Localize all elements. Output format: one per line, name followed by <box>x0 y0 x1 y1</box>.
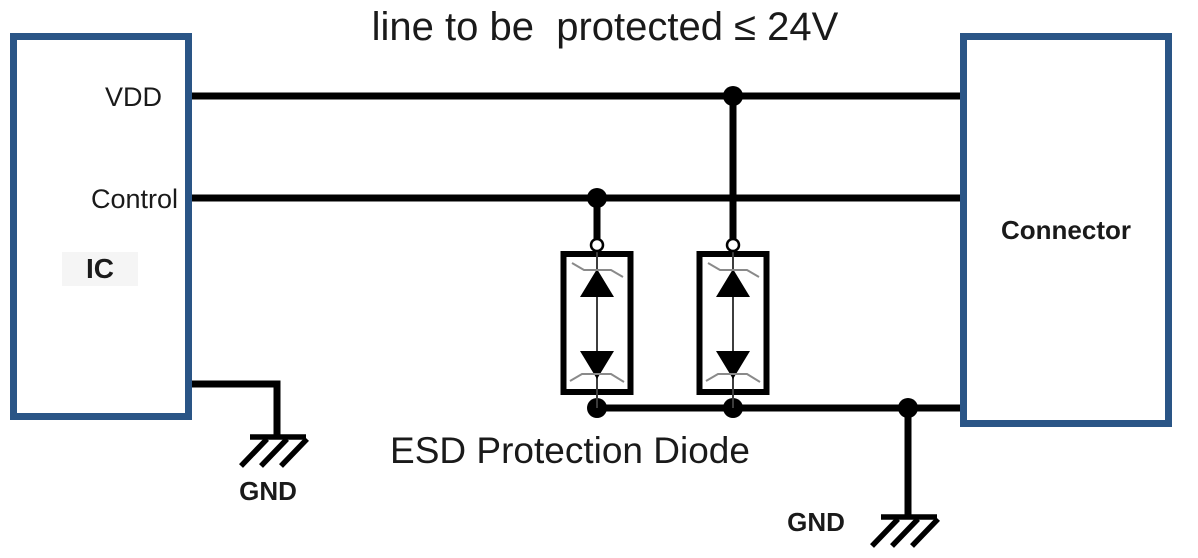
esd-diode-left-icon <box>564 239 631 408</box>
connector-label: Connector <box>1001 214 1131 245</box>
ic-box <box>10 33 192 420</box>
esd-diode-right-icon <box>700 239 767 408</box>
gnd-label-right: GND <box>787 507 845 537</box>
ground-right-icon <box>872 517 938 546</box>
title-line-to-be-protected: line to be protected ≤ 24V <box>371 5 839 49</box>
ground-left-icon <box>241 437 307 466</box>
connector-box: Connector <box>960 33 1172 427</box>
ic-ground-wire <box>192 380 281 436</box>
gnd-label-left: GND <box>239 476 297 506</box>
esd-protection-diode-caption: ESD Protection Diode <box>390 430 750 471</box>
junction-dots <box>587 86 918 418</box>
pin-label-vdd: VDD <box>104 82 162 112</box>
ic-label: IC <box>62 252 138 286</box>
pin-label-control: Control <box>90 184 178 214</box>
